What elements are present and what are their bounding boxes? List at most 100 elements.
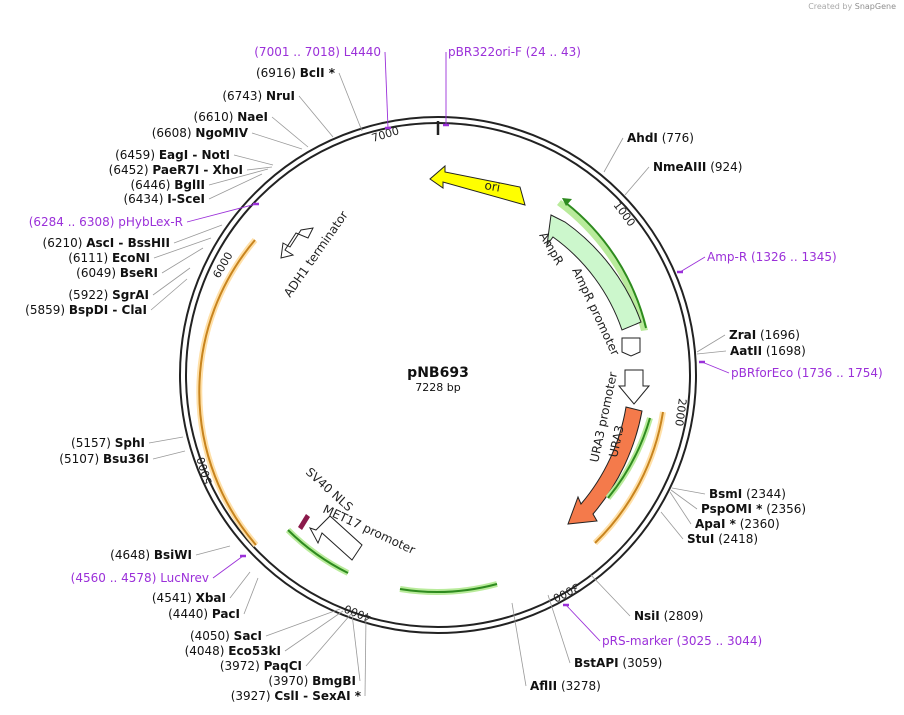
site-label-bspdi: (5859) BspDI - ClaI [25,303,147,317]
site-position: (4440) [168,607,212,621]
site-label-nmeaiii: NmeAIII (924) [653,160,742,174]
site-label-pspomi: PspOMI * (2356) [701,502,806,516]
site-name: Bsu36I [103,452,149,466]
primer-range: (3025 .. 3044) [673,634,763,648]
leader-csli [364,616,367,697]
ori-label: ori [483,178,501,194]
site-label-bglii: (6446) BglII [131,178,206,192]
primer-label-l4440: (7001 .. 7018) L4440 [254,45,381,59]
site-name: BsmI [709,487,742,501]
leader-apai [669,491,692,525]
primer-leader-phyblex-r [186,203,257,223]
site-position: (6608) [152,126,196,140]
site-labels: (6916) BclI *(6743) NruI(6610) NaeI(6608… [25,45,883,703]
leader-eagi [233,154,274,166]
site-position: (6452) [109,163,153,177]
site-label-bsmi: BsmI (2344) [709,487,786,501]
leader-sphi [148,436,184,444]
tick-label-3000: 3000 [551,580,582,604]
primer-name: pBRforEco [731,366,793,380]
leader-bspdi [150,278,188,311]
orange-arc-left [198,239,257,546]
primer-range: (7001 .. 7018) [254,45,344,59]
primer-range: (4560 .. 4578) [71,571,161,585]
leader-bcli [338,72,363,132]
leader-i-scei [208,173,263,200]
leader-xbai [229,571,251,599]
site-position: (5922) [68,288,112,302]
tick-label-4000: 4000 [342,602,373,625]
snapgene-logo: SnapGene [854,2,896,11]
ura3-label: URA3 [606,424,626,459]
site-name: PaeR7I [152,163,199,177]
primer-label-lucnrev: (4560 .. 4578) LucNrev [71,571,209,585]
site-label-stui: StuI (2418) [687,532,758,546]
site-label-bstapi: BstAPI (3059) [574,656,662,670]
ampr-orf-head [562,198,572,206]
left-orf-line [287,529,349,574]
site-label-ngomiv: (6608) NgoMIV [152,126,249,140]
site-name: PaqCI [264,659,302,673]
site-name: BstAPI [574,656,619,670]
site-label-aflii: AflII (3278) [530,679,601,693]
leader-eco53ki [284,610,344,652]
site-name: NsiI [634,609,660,623]
site-position: (6210) [43,236,87,250]
leader-paqci [305,613,352,667]
primer-label-pbrforeco: pBRforEco (1736 .. 1754) [731,366,883,380]
leader-bsu36i [152,450,186,460]
site-label-nsii: NsiI (2809) [634,609,703,623]
site-position: (6459) [115,148,159,162]
sv40-nls-mark [298,514,310,530]
leader-stui [660,511,684,540]
primer-leader-lucnrev [212,555,244,579]
site-label-ahdi: AhdI (776) [627,131,694,145]
primer-leader-l4440 [384,51,389,129]
site-position: (4048) [185,644,229,658]
site-position: (2344) [742,487,786,501]
leader-aatii [696,350,727,355]
met17-arrow [308,515,363,561]
site-name: SacI [234,629,262,643]
site-name: ZraI [729,328,756,342]
site-position: (3278) [557,679,601,693]
site-position: (924) [706,160,742,174]
leader-bmgbi [351,613,361,682]
primer-label-prs-marker: pRS-marker (3025 .. 3044) [602,634,762,648]
site-name: EcoNI [112,251,150,265]
site-position: (4541) [152,591,196,605]
leader-ngomiv [251,132,303,150]
leader-ahdi [603,137,624,173]
leader-sgrai [152,267,191,296]
credit-prefix: Created by [808,2,853,11]
site-label-sgrai: (5922) SgrAI [68,288,149,302]
site-name: BspDI [69,303,108,317]
site-name: AatII [730,344,762,358]
site-name: AscI [86,236,114,250]
tick-label-1000: 1000 [611,199,638,229]
site-label-paqci: (3972) PaqCI [220,659,302,673]
site-label-i-scei: (6434) I-SceI [123,192,205,206]
orange-arc-right [594,411,664,544]
site-position: (1696) [756,328,800,342]
leader-bsmi [671,487,706,495]
primer-label-amp-r: Amp-R (1326 .. 1345) [707,250,837,264]
site-name: EagI [159,148,188,162]
site-name: NruI [266,89,295,103]
site-label-csli: (3927) CslI - SexAI * [231,689,362,703]
leader-bstapi [547,594,571,664]
site-label-eagi: (6459) EagI - NotI [115,148,230,162]
site-alt-name: - ClaI [108,303,147,317]
site-position: (6446) [131,178,175,192]
site-position: (2360) [736,517,780,531]
site-name: BclI * [300,66,336,80]
site-position: (5107) [59,452,103,466]
site-alt-name: - XhoI [199,163,243,177]
leader-nsii [589,573,631,617]
primer-label-pbr322ori-f: pBR322ori-F (24 .. 43) [448,45,581,59]
site-position: (3927) [231,689,275,703]
site-name: NgoMIV [195,126,248,140]
site-position: (4648) [110,548,154,562]
site-alt-name: - NotI [188,148,230,162]
